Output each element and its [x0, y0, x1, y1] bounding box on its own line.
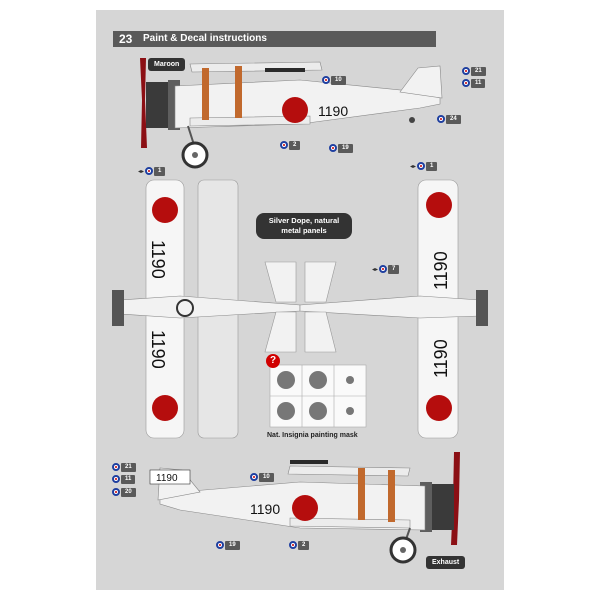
decal-ref-icon — [112, 463, 120, 471]
section-header: 23 Paint & Decal instructions — [113, 31, 436, 47]
code-side-top: 1190 — [318, 103, 348, 119]
lower-surface-view — [299, 179, 488, 439]
code-lower-wing-2: 1190 — [431, 339, 451, 378]
ref-marker: 19 — [216, 540, 240, 550]
decal-ref-icon — [112, 488, 120, 496]
decal-ref-icon — [322, 76, 330, 84]
code-upper-wing: 1190 — [148, 240, 168, 279]
ref-marker: 21 — [112, 462, 136, 472]
decal-ref-icon — [437, 115, 445, 123]
ref-marker: 10 — [322, 75, 346, 85]
ref-marker: 19 — [329, 143, 353, 153]
maroon-callout: Maroon — [148, 58, 186, 71]
decal-ref-icon — [280, 141, 288, 149]
section-title: Paint & Decal instructions — [143, 33, 267, 44]
silver-dope-callout: Silver Dope, natural metal panels — [256, 213, 352, 239]
ref-marker: ◂▸1 — [410, 161, 438, 171]
exhaust-callout: Exhaust — [426, 556, 466, 569]
question-icon: ? — [266, 354, 280, 368]
section-number: 23 — [119, 32, 133, 46]
ref-marker: 21 — [462, 66, 486, 76]
hinomaru-side-top — [282, 97, 308, 123]
ref-marker: 11 — [112, 474, 136, 484]
decal-ref-icon — [329, 144, 337, 152]
decal-ref-icon — [250, 473, 258, 481]
ref-marker: 11 — [462, 78, 486, 88]
code-lower-wing: 1190 — [431, 251, 451, 290]
hinomaru-side-bottom — [292, 495, 318, 521]
hinomaru-lower-1 — [426, 192, 452, 218]
mask-caption: Nat. Insignia painting mask — [267, 432, 358, 439]
decal-ref-icon — [289, 541, 297, 549]
ref-marker: 2 — [289, 540, 310, 550]
hinomaru-upper-2 — [152, 395, 178, 421]
code-upper-wing-2: 1190 — [148, 330, 168, 369]
ref-marker: ◂▸1 — [138, 166, 166, 176]
insignia-mask-sheet — [269, 364, 367, 428]
ref-marker: 20 — [112, 487, 136, 497]
decal-ref-icon — [462, 67, 470, 75]
decal-ref-icon — [112, 475, 120, 483]
code-tail-bottom: 1190 — [156, 473, 178, 484]
side-view-top — [140, 58, 443, 169]
ref-marker: ◂▸7 — [372, 264, 400, 274]
hinomaru-upper-1 — [152, 197, 178, 223]
code-side-bottom: 1190 — [250, 501, 280, 517]
decal-ref-icon — [379, 265, 388, 273]
decal-ref-icon — [417, 162, 426, 170]
propeller-top — [140, 58, 147, 148]
ref-marker: 10 — [250, 472, 274, 482]
upper-surface-view — [112, 179, 301, 439]
ref-marker: 2 — [280, 140, 301, 150]
hinomaru-lower-2 — [426, 395, 452, 421]
decal-ref-icon — [216, 541, 224, 549]
decal-ref-icon — [462, 79, 470, 87]
ref-marker: 24 — [437, 114, 461, 124]
decal-ref-icon — [145, 167, 154, 175]
